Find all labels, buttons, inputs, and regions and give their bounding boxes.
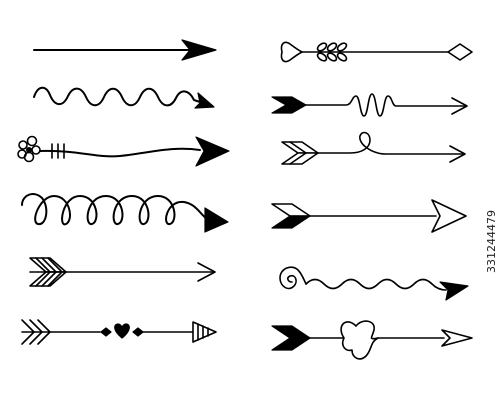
striped-feather-arrow-open-head: [29, 257, 216, 287]
wavy-arrow-small-head: [33, 86, 215, 109]
outline-feather-loop-arrow-open-head: [281, 131, 466, 165]
spiral-wavy-arrow-solid-head: [279, 266, 469, 301]
loopy-arrow-triangle-head: [21, 193, 229, 233]
straight-arrow-solid-head: [33, 39, 217, 61]
outline-feather-hearts-arrow-hatched-head: [21, 319, 217, 345]
small-diamond-icon: [100, 327, 112, 337]
black-feather-heart-arrow-outline-head: [271, 320, 473, 360]
bottom-watermark-strip: [0, 404, 500, 414]
heart-icon: [280, 41, 303, 63]
heart-icon: [340, 320, 379, 360]
heart-icon: [114, 323, 130, 339]
spiral-icon: [279, 266, 307, 290]
small-diamond-icon: [132, 327, 144, 337]
heart-tail-fletched-arrow-diamond-head: [280, 41, 473, 63]
flower-icon: [17, 135, 41, 163]
flower-tail-arrow-solid-head: [17, 135, 230, 167]
black-feather-zigzag-arrow-open-head: [271, 93, 468, 117]
stock-image-id-watermark: 331244479: [485, 210, 498, 273]
leaf-fletching: [316, 42, 348, 62]
half-black-feather-arrow-outline-head: [271, 199, 467, 233]
